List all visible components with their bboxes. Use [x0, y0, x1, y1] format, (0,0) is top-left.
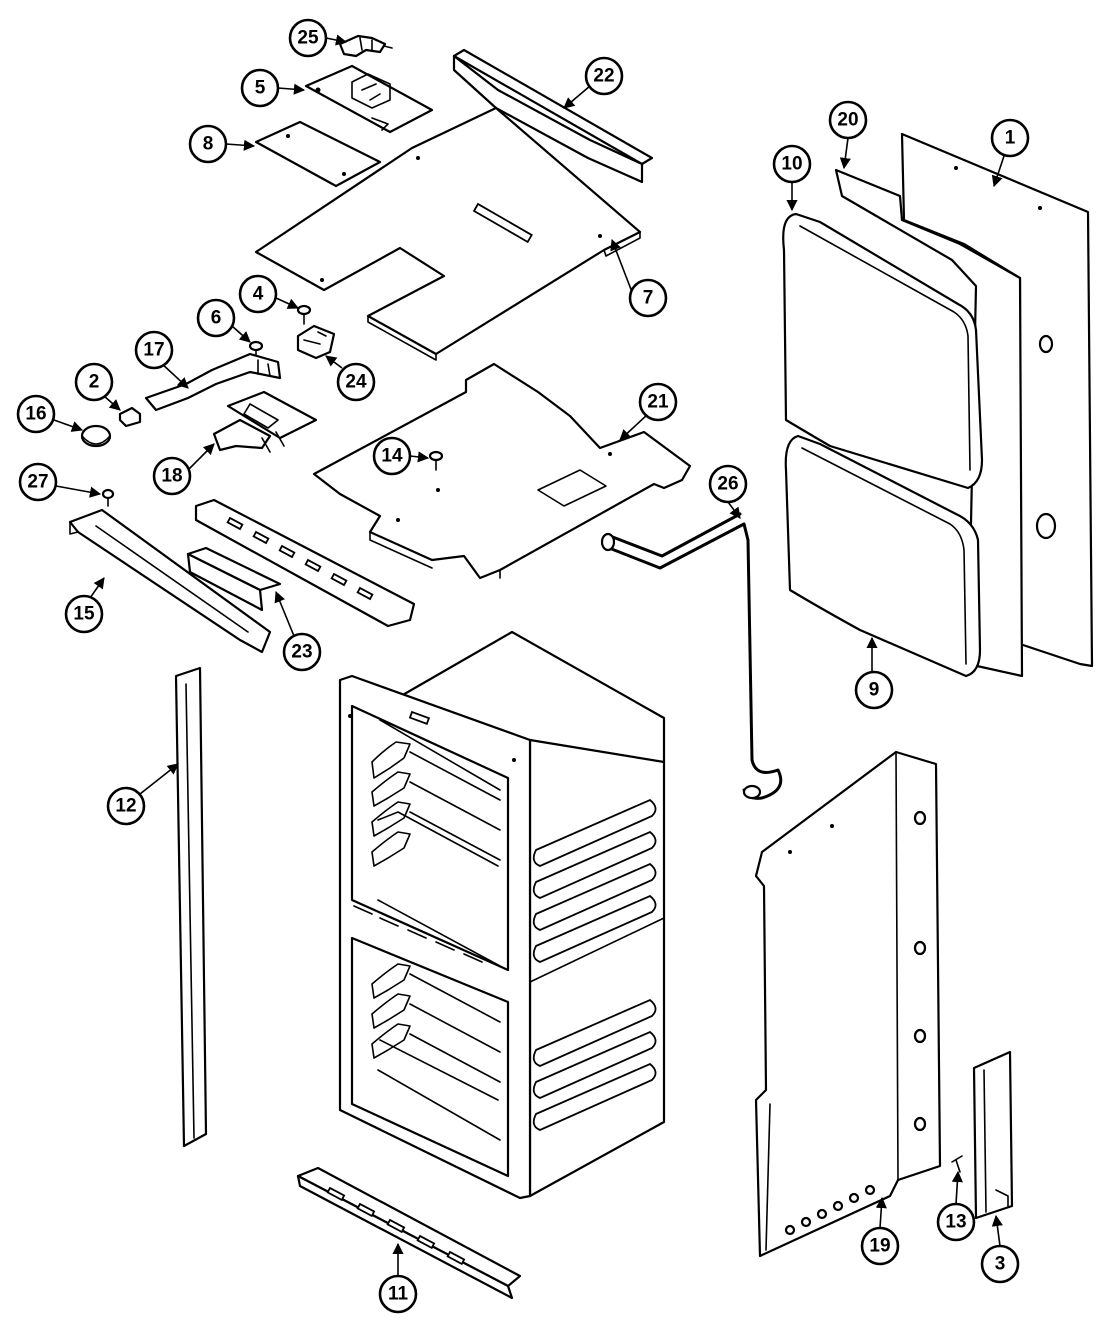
callout-label: 26 — [717, 474, 738, 495]
callout-label: 5 — [255, 78, 266, 99]
callout-label: 13 — [945, 1212, 966, 1233]
part-15-front-trim — [68, 508, 272, 654]
callout-17: 17 — [134, 330, 189, 389]
callout-7: 7 — [610, 238, 668, 318]
part-18-latch-assembly — [212, 390, 318, 453]
callout-16: 16 — [16, 394, 84, 434]
callout-19: 19 — [860, 1196, 900, 1266]
callout-21: 21 — [619, 382, 678, 441]
callout-24: 24 — [325, 355, 376, 402]
callout-26: 26 — [708, 464, 748, 519]
part-17-bracket-arm — [144, 352, 282, 412]
callout-14: 14 — [372, 436, 430, 476]
callout-label: 7 — [643, 288, 654, 309]
part-25-connector — [338, 34, 393, 58]
part-27-screw — [101, 488, 115, 507]
callout-2: 2 — [74, 362, 121, 411]
callout-label: 20 — [837, 110, 858, 131]
part-12-side-rail — [174, 666, 208, 1148]
callout-label: 3 — [995, 1254, 1006, 1275]
callout-label: 1 — [1005, 128, 1016, 149]
callout-27: 27 — [18, 462, 102, 502]
part-vented-strip — [194, 498, 416, 628]
callout-9: 9 — [854, 636, 894, 710]
part-10-upper-insulation — [782, 212, 984, 490]
callout-label: 2 — [89, 372, 100, 393]
part-5-bracket-plate — [304, 64, 434, 134]
callout-18: 18 — [152, 443, 215, 496]
part-22-top-rail — [452, 48, 654, 184]
callout-11: 11 — [378, 1242, 418, 1314]
part-3-vertical-bracket — [972, 1050, 1014, 1220]
callout-label: 9 — [869, 680, 880, 701]
callout-label: 23 — [291, 642, 312, 663]
callout-23: 23 — [274, 590, 322, 672]
part-14-screw — [428, 450, 444, 471]
callout-label: 24 — [345, 372, 367, 393]
part-16-knob — [80, 424, 112, 448]
callout-label: 17 — [143, 340, 164, 361]
part-9-lower-insulation — [784, 434, 982, 678]
part-6-screw — [248, 340, 264, 357]
part-8-small-plate — [254, 120, 382, 188]
part-7-top-panel — [254, 106, 642, 361]
callout-3: 3 — [980, 1214, 1020, 1284]
callout-4: 4 — [238, 274, 300, 314]
callout-label: 25 — [297, 28, 319, 49]
callout-label: 18 — [161, 466, 182, 487]
part-23-angle-bracket — [186, 546, 282, 612]
callout-20: 20 — [828, 100, 868, 170]
callout-label: 8 — [203, 134, 214, 155]
callout-label: 15 — [73, 604, 95, 625]
callout-label: 14 — [381, 446, 403, 467]
callout-25: 25 — [288, 18, 348, 58]
part-21-lower-panel — [312, 362, 692, 580]
callout-label: 19 — [869, 1236, 890, 1257]
callout-label: 10 — [781, 154, 802, 175]
part-11-bottom-rail — [296, 1166, 522, 1300]
part-26-tube — [600, 512, 783, 800]
callout-5: 5 — [240, 68, 306, 108]
part-4-screw — [296, 304, 312, 325]
part-oven-cavity — [338, 630, 666, 1200]
callout-label: 11 — [388, 1284, 409, 1305]
callout-1: 1 — [990, 118, 1030, 188]
part-2-clip — [118, 406, 142, 428]
callout-8: 8 — [188, 124, 256, 164]
callout-13: 13 — [936, 1170, 976, 1242]
callout-10: 10 — [772, 144, 812, 212]
callout-label: 21 — [647, 392, 669, 413]
callout-15: 15 — [64, 577, 105, 634]
callout-label: 27 — [27, 472, 48, 493]
callout-label: 4 — [253, 284, 264, 305]
callout-label: 6 — [211, 308, 222, 329]
part-19-side-panel — [754, 750, 942, 1258]
part-13-screw — [951, 1155, 963, 1173]
callout-6: 6 — [196, 298, 251, 343]
callout-label: 12 — [115, 796, 136, 817]
callout-12: 12 — [106, 763, 179, 826]
callout-label: 16 — [25, 404, 46, 425]
callout-label: 22 — [593, 66, 614, 87]
part-24-switch — [296, 324, 336, 360]
callout-22: 22 — [563, 56, 624, 109]
